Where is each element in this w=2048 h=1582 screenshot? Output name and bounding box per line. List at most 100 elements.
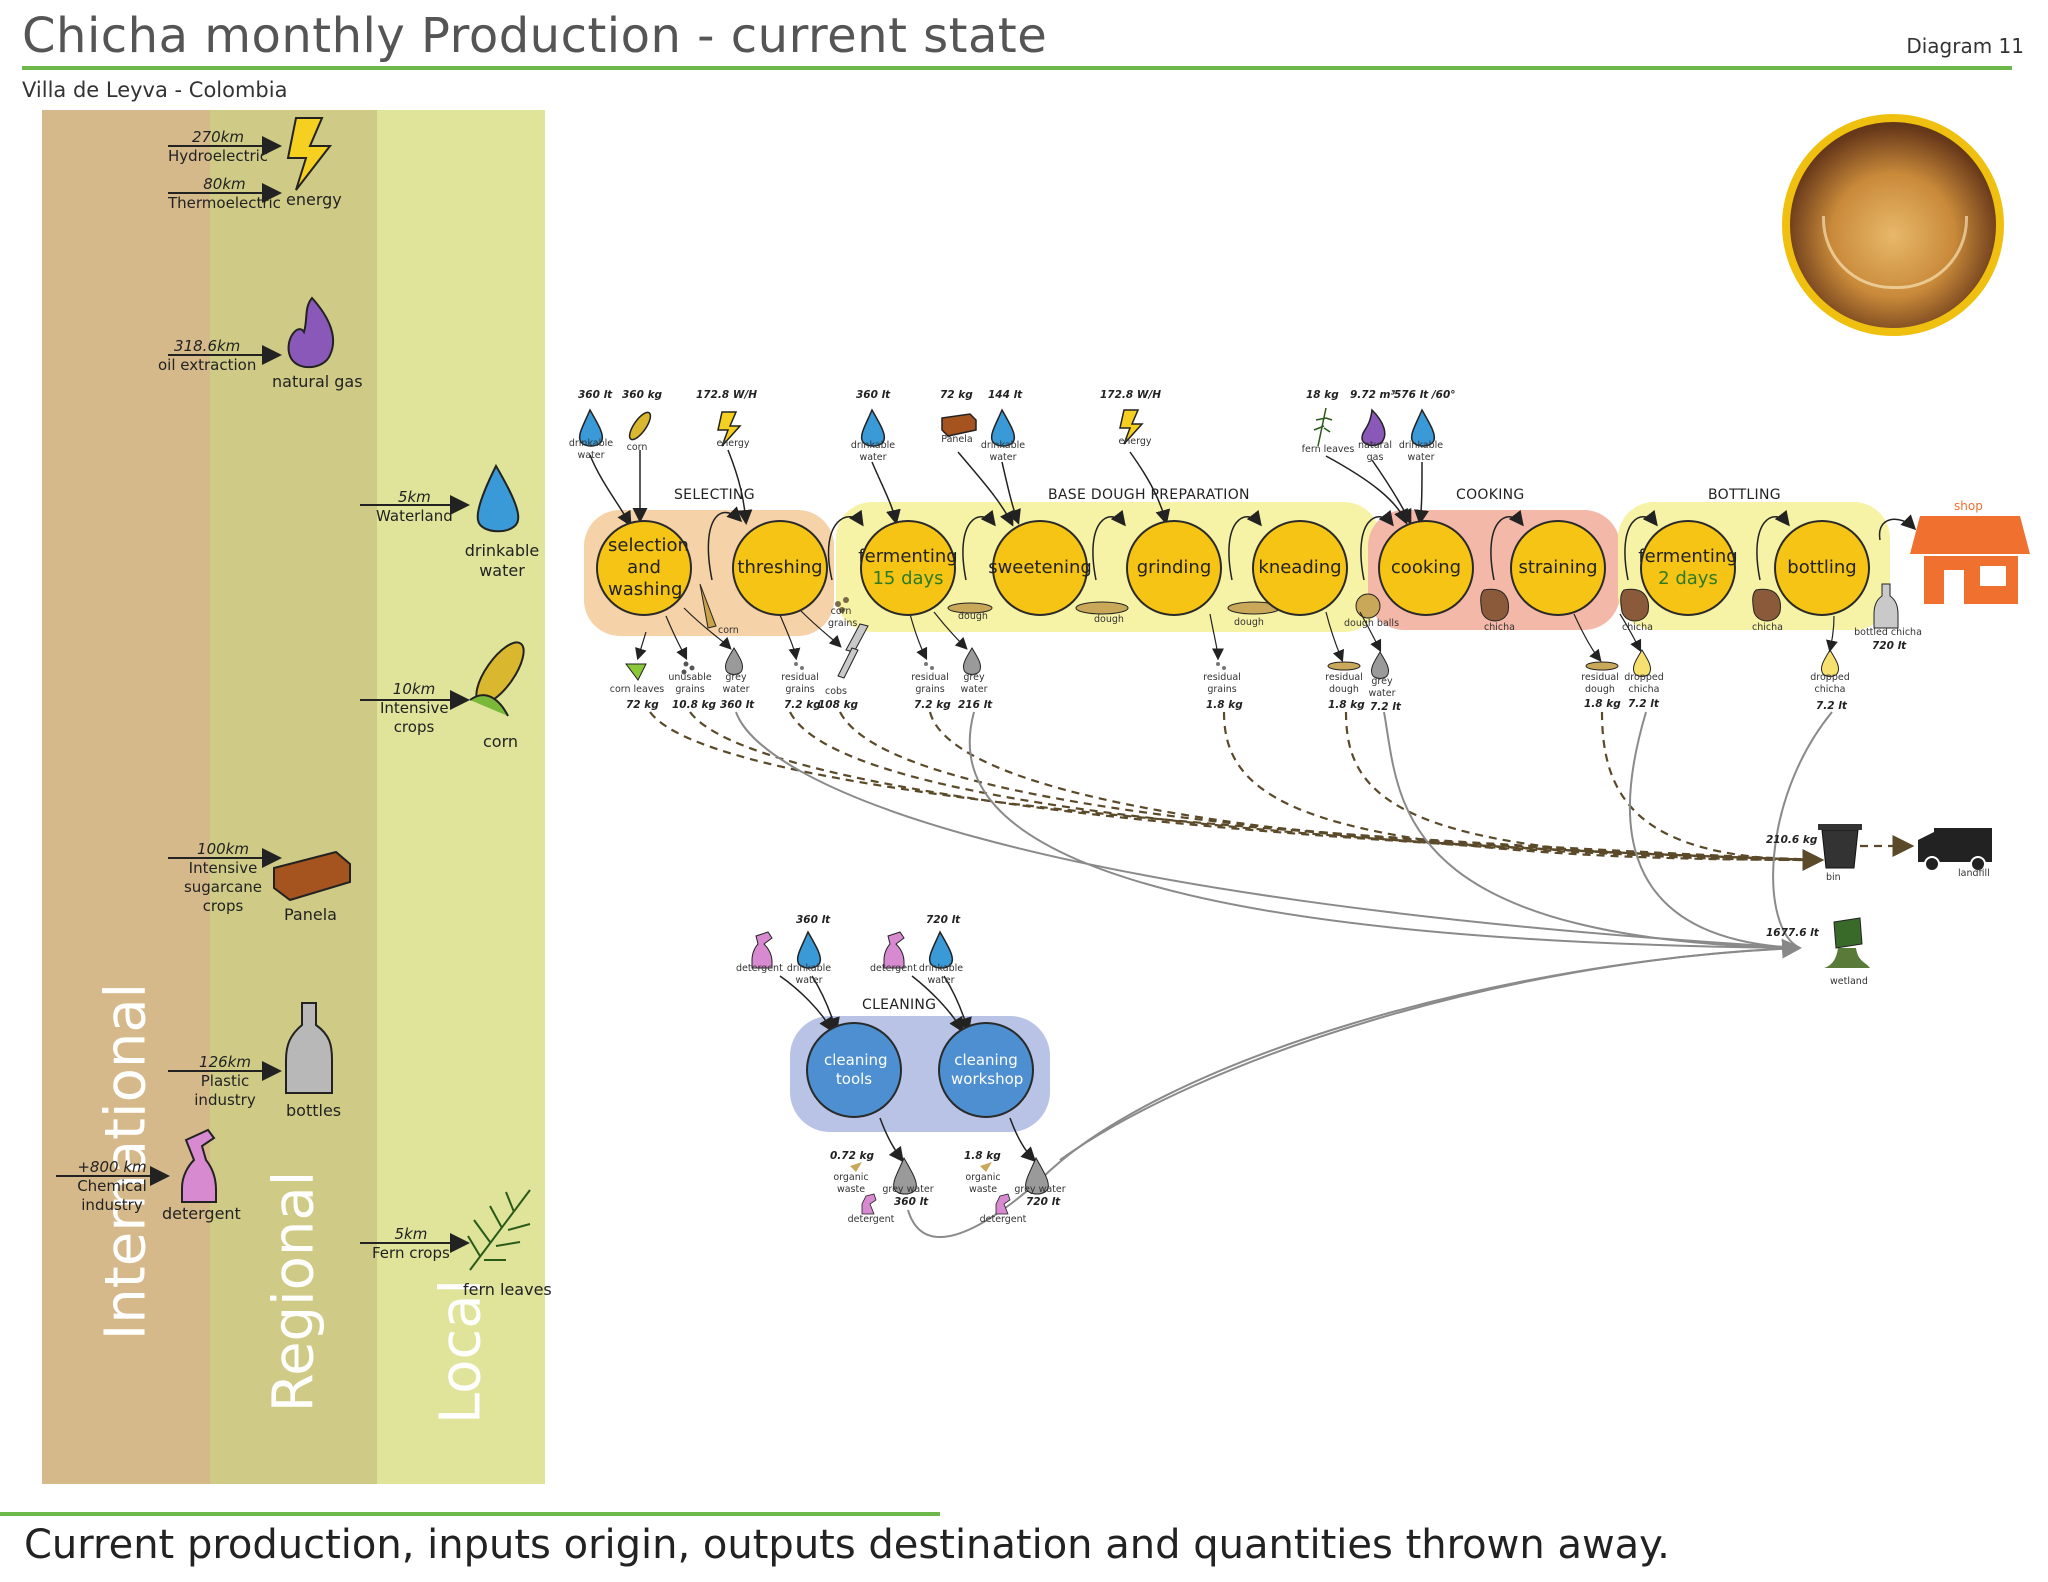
stage-bg-base-dough	[836, 502, 1380, 632]
process-sweetening[interactable]: sweetening	[988, 520, 1092, 616]
band-international: International	[42, 110, 210, 1484]
input-label: drinkable water	[850, 440, 896, 463]
output-label: cobs	[824, 686, 847, 697]
output-label: grey water	[960, 672, 988, 695]
process-straining[interactable]: straining	[1510, 520, 1606, 616]
output-qty: 1.8 kg	[1206, 699, 1243, 711]
bin-icon	[1818, 824, 1862, 869]
output-label: residual grains	[911, 672, 949, 695]
input-qty: 172.8 W/H	[696, 389, 758, 401]
input-qty: 360 lt	[578, 389, 613, 401]
output-label: residual grains	[781, 672, 819, 695]
resource-panela-label: Panela	[284, 905, 337, 924]
process-threshing[interactable]: threshing	[732, 520, 828, 616]
output-qty: 7.2 lt	[1370, 701, 1401, 713]
cleaning-input-qty: 360 lt	[796, 914, 831, 926]
input-label: drinkable water	[1398, 440, 1444, 463]
bottled-qty: 720 lt	[1872, 640, 1907, 652]
cleaning-output-label: detergent	[847, 1214, 895, 1225]
cleaning-output-label: grey water	[1014, 1184, 1066, 1195]
bin-label: bin	[1826, 872, 1841, 883]
input-label: drinkable water	[980, 440, 1026, 463]
intermediate-label: chicha	[1622, 622, 1653, 633]
input-label: corn	[626, 442, 648, 453]
stage-label-cooking: COOKING	[1456, 487, 1525, 503]
source-arrows	[56, 136, 470, 1253]
resource-bottles-label: bottles	[286, 1101, 342, 1120]
output-label: dropped chicha	[1624, 672, 1664, 695]
diagram-number: Diagram 11	[1906, 34, 2024, 58]
intermediate-label: chicha	[1752, 622, 1783, 633]
input-qty: 9.72 m³	[1350, 389, 1396, 401]
bottle-icon	[285, 1002, 333, 1094]
output-qty: 108 kg	[818, 699, 859, 711]
process-bottling[interactable]: bottling	[1774, 520, 1870, 616]
landfill-label: landfill	[1958, 868, 1990, 879]
flame-icon	[287, 296, 335, 369]
output-qty: 10.8 kg	[672, 699, 717, 711]
intermediate-label: dough balls	[1344, 618, 1400, 629]
footer-caption: Current production, inputs origin, outpu…	[24, 1522, 1670, 1568]
process-cleaning-workshop[interactable]: cleaning workshop	[938, 1022, 1034, 1118]
stage-label-selecting: SELECTING	[674, 487, 755, 503]
bin-qty: 210.6 kg	[1766, 834, 1818, 846]
cleaning-output-qty: 720 lt	[1026, 1196, 1061, 1208]
output-qty: 7.2 kg	[784, 699, 821, 711]
cleaning-input-label: drinkable water	[786, 963, 832, 986]
process-selection-washing[interactable]: selection and washing	[596, 520, 692, 616]
cleaning-input-qty: 720 lt	[926, 914, 961, 926]
output-label: residual dough	[1581, 672, 1619, 695]
stage-label-cleaning: CLEANING	[862, 997, 937, 1013]
spray-bottle-icon	[181, 1128, 217, 1203]
input-qty: 18 kg	[1306, 389, 1339, 401]
input-label: natural gas	[1358, 440, 1392, 463]
output-qty: 1.8 kg	[1328, 699, 1365, 711]
cleaning-input-label: drinkable water	[918, 963, 964, 986]
process-cooking[interactable]: cooking	[1378, 520, 1474, 616]
resource-fern-label: fern leaves	[463, 1280, 552, 1299]
process-grinding[interactable]: grinding	[1126, 520, 1222, 616]
shop-icon	[1910, 516, 2030, 604]
output-label: dropped chicha	[1810, 672, 1850, 695]
cleaning-input-label: detergent	[736, 963, 783, 974]
output-icons	[625, 647, 1839, 681]
output-qty: 72 kg	[626, 699, 659, 711]
intermediate-label: corn	[718, 625, 739, 636]
page-title: Chicha monthly Production - current stat…	[22, 8, 1048, 64]
cleaning-output-icons	[850, 1156, 1049, 1215]
wetland-qty: 1677.6 lt	[1766, 927, 1819, 939]
output-qty: 1.8 kg	[1584, 698, 1621, 710]
process-links	[707, 506, 1917, 581]
input-label: drinkable water	[568, 438, 614, 461]
output-qty: 7.2 lt	[1628, 698, 1659, 710]
waste-flows	[649, 711, 1915, 871]
output-qty: 216 lt	[958, 699, 993, 711]
cleaning-output-label: organic waste	[833, 1172, 869, 1195]
process-kneading[interactable]: kneading	[1252, 520, 1348, 616]
resource-corn-label: corn	[483, 732, 519, 751]
input-qty: 576 lt /60°	[1394, 389, 1456, 401]
shop-label: shop	[1954, 499, 1983, 513]
cleaning-output-qty: 1.8 kg	[964, 1150, 1001, 1162]
intermediate-label: dough	[1094, 614, 1124, 625]
wetland-icon	[1824, 917, 1870, 968]
truck-icon	[1918, 828, 1992, 872]
output-arrows	[635, 607, 1838, 663]
process-cleaning-tools[interactable]: cleaning tools	[806, 1022, 902, 1118]
input-qty: 360 lt	[856, 389, 891, 401]
cleaning-input-icons	[751, 930, 954, 969]
intermediate-label: corn grains	[828, 606, 858, 629]
input-label: energy	[1118, 436, 1152, 447]
footer-divider	[0, 1512, 940, 1516]
input-label: fern leaves	[1301, 444, 1355, 455]
